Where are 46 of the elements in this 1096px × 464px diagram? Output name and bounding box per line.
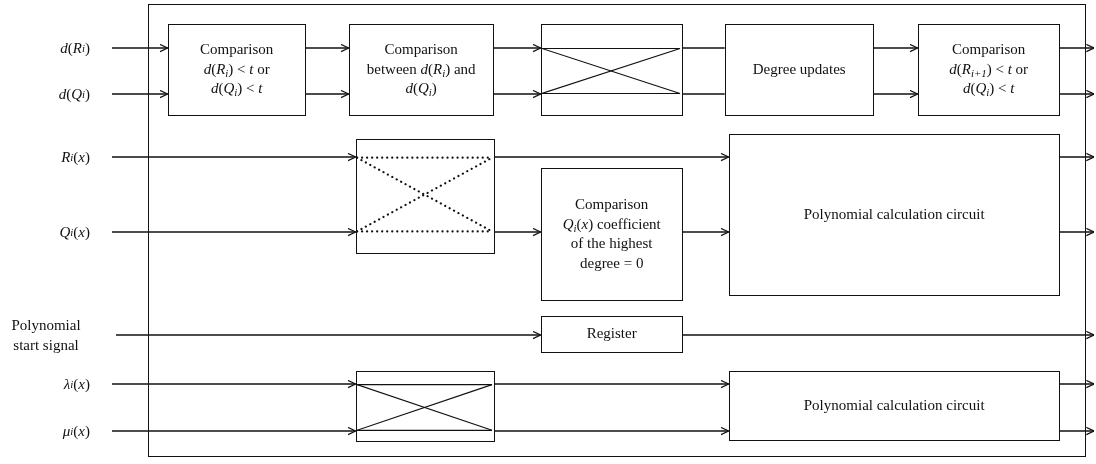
signal-arrow xyxy=(493,89,542,99)
signal-arrow xyxy=(305,89,350,99)
box-label: Comparison between d(R$_{i}$) and d(Q$_{i}$) xyxy=(365,40,477,99)
box-label: Polynomial calculation circuit xyxy=(803,204,985,224)
signal-label: Polynomial start signal xyxy=(0,302,116,368)
process-box xyxy=(348,23,494,116)
signal-arrow xyxy=(494,227,542,237)
process-box xyxy=(540,167,683,301)
box-label: Degree updates xyxy=(752,59,846,79)
process-box xyxy=(540,315,683,353)
signal-arrow xyxy=(494,426,730,436)
box-label: Comparison d(R$_{i}$) < t or d(Q$_{i}$) < t xyxy=(199,40,275,99)
process-box xyxy=(917,23,1060,116)
signal-arrow xyxy=(1059,152,1095,162)
signal-arrow xyxy=(494,379,730,389)
signal-arrow xyxy=(111,43,169,53)
signal-arrow xyxy=(111,426,357,436)
signal-arrow xyxy=(493,43,542,53)
box-label: Comparison d(R$_{i+1}$) < t or d(Q$_{i}$) < t xyxy=(948,40,1030,99)
process-box xyxy=(728,370,1060,441)
signal-arrow xyxy=(111,152,357,162)
signal-arrow xyxy=(1059,43,1095,53)
signal-arrow xyxy=(682,330,1095,340)
box-label: Comparison Q$_{i}$(x) coefficient of the highest degree = 0 xyxy=(561,195,662,273)
crossbar-switch xyxy=(540,23,683,116)
process-box xyxy=(728,133,1060,296)
process-box xyxy=(724,23,874,116)
signal-arrow xyxy=(1059,89,1095,99)
signal-arrow xyxy=(111,227,357,237)
process-box xyxy=(167,23,306,116)
signal-arrow xyxy=(873,89,919,99)
signal-arrow xyxy=(1059,227,1095,237)
system-block xyxy=(148,4,1086,457)
crossbar-switch xyxy=(355,370,495,442)
signal-arrow xyxy=(682,227,730,237)
signal-arrow xyxy=(115,330,542,340)
signal-arrow xyxy=(494,152,730,162)
signal-arrow xyxy=(1059,426,1095,436)
box-label: Register xyxy=(586,324,637,344)
signal-arrow xyxy=(1059,379,1095,389)
signal-arrow xyxy=(111,89,169,99)
signal-arrow xyxy=(111,379,357,389)
signal-arrow xyxy=(305,43,350,53)
box-label: Polynomial calculation circuit xyxy=(803,395,985,415)
crossbar-switch xyxy=(355,138,495,254)
signal-arrow xyxy=(873,43,919,53)
